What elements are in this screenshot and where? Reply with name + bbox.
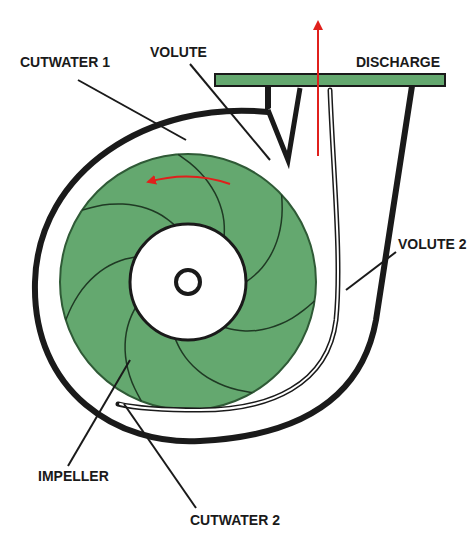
part-label: VOLUTE 2 bbox=[398, 236, 466, 252]
part-label: IMPELLER bbox=[38, 468, 109, 484]
part-label: CUTWATER 1 bbox=[20, 54, 110, 70]
casing-fill bbox=[35, 86, 412, 441]
part-label: VOLUTE bbox=[150, 44, 207, 60]
rotation-arrow bbox=[148, 176, 230, 184]
flow-arrow bbox=[317, 22, 319, 156]
impeller bbox=[60, 154, 316, 410]
splitter-inner bbox=[120, 90, 338, 410]
discharge-flange bbox=[215, 74, 445, 86]
cutwater-tongue bbox=[268, 88, 300, 160]
impeller-blade bbox=[66, 257, 136, 320]
leader-lines bbox=[68, 64, 396, 508]
impeller-blade bbox=[82, 204, 175, 226]
part-label: DISCHARGE bbox=[356, 54, 440, 70]
part-label: CUTWATER 2 bbox=[190, 512, 280, 528]
impeller-blade bbox=[175, 339, 252, 393]
casing-wall bbox=[35, 86, 412, 441]
impeller-blade bbox=[125, 307, 141, 401]
impeller-blade bbox=[246, 195, 282, 282]
splitter-wall bbox=[118, 90, 338, 410]
